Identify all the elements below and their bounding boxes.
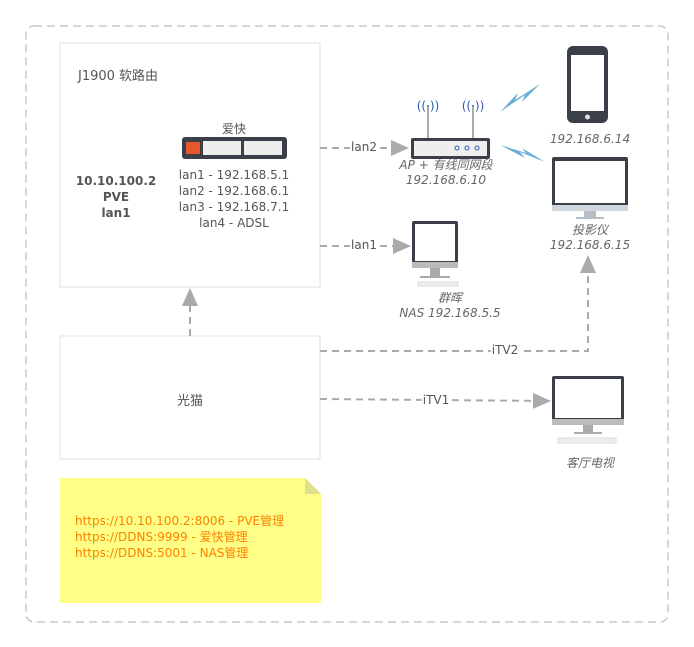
outer-container <box>25 25 669 623</box>
phone-ip: 192.168.6.14 <box>549 132 631 146</box>
ap-name: AP + 有线同网段 <box>399 158 493 172</box>
itv2-link <box>320 255 596 352</box>
port-lan2: lan2 - 192.168.6.1 <box>178 184 290 198</box>
lan2-label: lan2 <box>350 140 378 154</box>
lan1-label: lan1 <box>350 238 378 252</box>
svg-text:((·)): ((·)) <box>417 99 440 113</box>
nas-monitor-icon <box>412 221 459 287</box>
nas-label: 群晖 NAS 192.168.5.5 <box>399 291 500 321</box>
note-shape <box>60 478 321 603</box>
modem-label: 光猫 <box>176 394 204 409</box>
ap-router-icon: ((·)) ((·)) <box>411 99 490 159</box>
switch-ports: lan1 - 192.168.5.1 lan2 - 192.168.6.1 la… <box>179 167 289 231</box>
switch-icon <box>182 137 287 159</box>
router-title: J1900 软路由 <box>78 69 159 84</box>
router-box <box>59 42 321 288</box>
ap-label: AP + 有线同网段 192.168.6.10 <box>399 158 492 188</box>
note-line: https://DDNS:5001 - NAS管理 <box>75 546 249 560</box>
pve-name: PVE <box>102 190 130 204</box>
note: https://10.10.100.2:8006 - PVE管理 https:/… <box>75 513 284 561</box>
modem-box <box>59 335 321 460</box>
pve-info: 10.10.100.2 PVE lan1 <box>76 173 156 221</box>
switch-label: 爱快 <box>221 122 247 136</box>
note-fold <box>305 478 321 494</box>
tv-label: 客厅电视 <box>565 456 615 470</box>
itv1-label: iTV1 <box>421 393 451 407</box>
wifi-bolt-phone <box>500 84 540 112</box>
projector-monitor-icon <box>552 157 628 219</box>
wifi-bolt-projector <box>500 145 545 162</box>
port-lan3: lan3 - 192.168.7.1 <box>178 200 290 214</box>
note-line: https://DDNS:9999 - 爱快管理 <box>75 530 248 544</box>
projector-name: 投影仪 <box>571 223 608 237</box>
pve-ip: 10.10.100.2 <box>75 174 157 188</box>
svg-text:((·)): ((·)) <box>462 99 485 113</box>
ap-ip: 192.168.6.10 <box>405 173 487 187</box>
note-line: https://10.10.100.2:8006 - PVE管理 <box>75 514 285 528</box>
tv-monitor-icon <box>552 376 624 444</box>
nas-ip: NAS 192.168.5.5 <box>399 306 501 320</box>
itv2-label: iTV2 <box>490 343 520 357</box>
port-lan1: lan1 - 192.168.5.1 <box>178 168 290 182</box>
nas-name: 群晖 <box>437 291 463 305</box>
projector-label: 投影仪 192.168.6.15 <box>550 223 630 253</box>
phone-icon <box>567 46 608 123</box>
projector-ip: 192.168.6.15 <box>549 238 631 252</box>
port-lan4: lan4 - ADSL <box>199 216 269 230</box>
pve-port: lan1 <box>101 206 131 220</box>
